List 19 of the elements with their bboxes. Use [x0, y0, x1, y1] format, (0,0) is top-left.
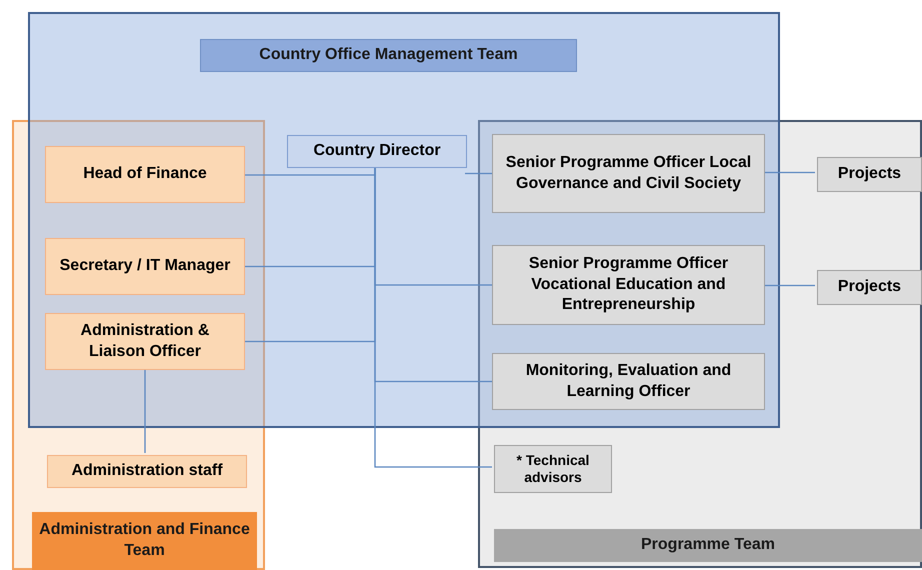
role-box: Administration & Liaison Officer: [45, 313, 245, 370]
project-box: Projects: [817, 270, 922, 305]
role-box: Senior Programme Officer Vocational Education and Entrepreneurship: [492, 245, 765, 325]
connector-line: [374, 166, 492, 468]
connector-line: [144, 370, 146, 453]
role-box: * Technical advisors: [494, 445, 612, 493]
connector-line: [765, 284, 815, 286]
team-label: Programme Team: [494, 529, 922, 562]
role-box: Monitoring, Evaluation and Learning Officer: [492, 353, 765, 410]
team-label: Administration and Finance Team: [32, 512, 257, 570]
project-box: Projects: [817, 157, 922, 192]
role-box: Senior Programme Officer Local Governance and Civil Society: [492, 134, 765, 213]
role-box: Administration staff: [47, 455, 247, 488]
connector-line: [465, 172, 492, 174]
role-box: Secretary / IT Manager: [45, 238, 245, 295]
role-box: Country Director: [287, 135, 467, 168]
connector-line: [765, 172, 815, 174]
role-box: Head of Finance: [45, 146, 245, 203]
team-label: Country Office Management Team: [200, 39, 577, 72]
